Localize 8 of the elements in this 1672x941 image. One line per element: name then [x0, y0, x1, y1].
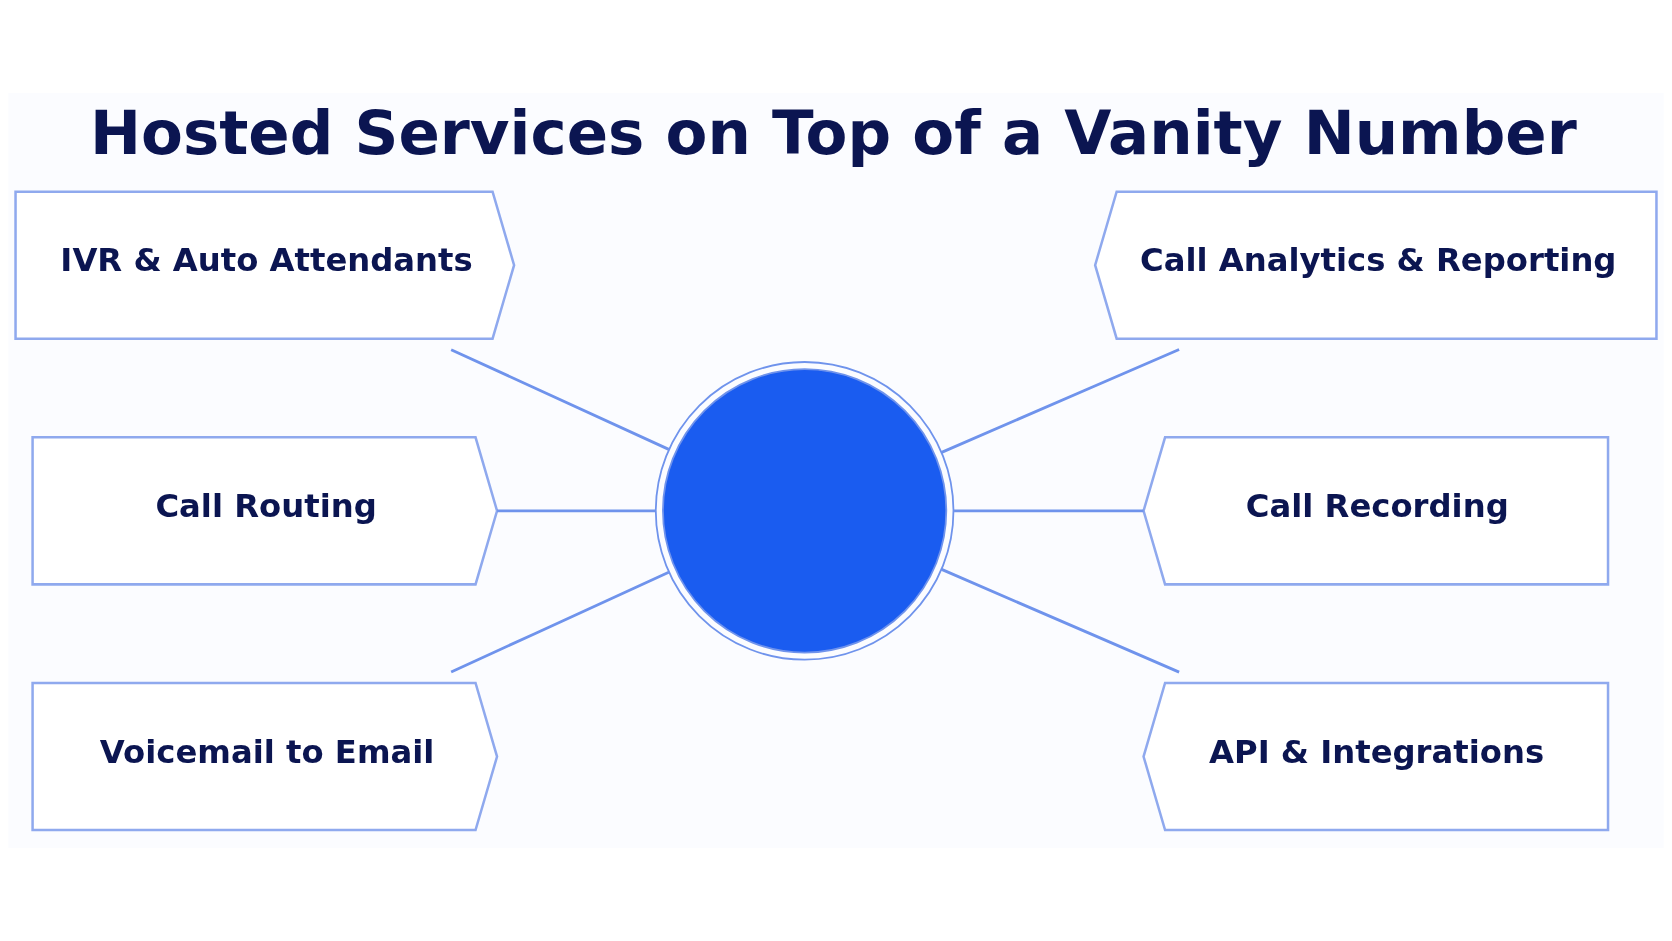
- connector: [954, 509, 1144, 513]
- connector: [450, 571, 670, 674]
- diagram-title: Hosted Services on Top of a Vanity Number: [89, 97, 1577, 169]
- connector: [450, 348, 670, 451]
- connector: [497, 509, 656, 513]
- connector: [941, 348, 1180, 454]
- connector: [941, 568, 1180, 674]
- node-circle: [654, 361, 955, 661]
